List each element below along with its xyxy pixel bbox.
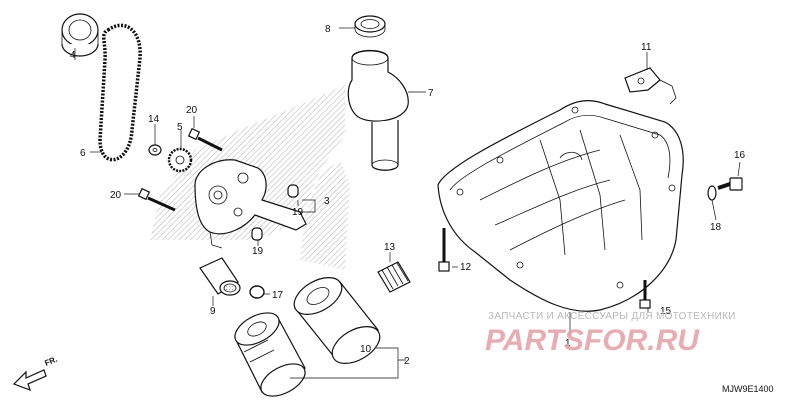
callout-12: 12 xyxy=(460,262,472,273)
callout-19-lower: 19 xyxy=(252,246,264,257)
part-10-oil-filter xyxy=(293,277,381,364)
part-2-oil-filter-cartridge xyxy=(234,312,306,397)
part-19-dowel-pin-upper xyxy=(287,184,299,198)
hatched-zone-crankcase-right xyxy=(300,160,350,270)
callout-15: 15 xyxy=(660,306,672,317)
callout-6: 6 xyxy=(80,148,86,159)
callout-2: 2 xyxy=(404,356,410,367)
callout-17: 17 xyxy=(272,290,284,301)
part-11-bracket xyxy=(624,67,677,105)
part-20-bolt-upper xyxy=(187,127,223,152)
callout-14: 14 xyxy=(148,114,160,125)
part-5-pump-sprocket xyxy=(167,147,193,173)
watermark-brand: PARTSFOR.RU xyxy=(485,324,700,357)
callout-9: 9 xyxy=(210,306,216,317)
part-9-oil-strainer xyxy=(199,257,241,296)
callout-4: 4 xyxy=(70,50,76,61)
callout-20-lower: 20 xyxy=(110,190,122,201)
part-1-oil-pan xyxy=(437,100,684,312)
callout-1: 1 xyxy=(565,338,571,349)
callout-16: 16 xyxy=(734,150,746,161)
part-20-bolt-lower xyxy=(137,187,176,212)
part-15-bolt xyxy=(639,280,651,309)
leader-lines xyxy=(74,27,741,379)
callout-11: 11 xyxy=(641,42,652,53)
watermark-tagline: ЗАПЧАСТИ И АКСЕССУАРЫ ДЛЯ МОТОТЕХНИКИ xyxy=(488,311,736,322)
callout-7: 7 xyxy=(428,88,434,99)
callout-5: 5 xyxy=(177,122,183,133)
part-14-washer xyxy=(148,144,162,156)
part-3-oil-pump-assembly xyxy=(194,159,307,249)
part-18-washer xyxy=(707,185,717,201)
part-17-o-ring xyxy=(249,285,265,299)
callout-10: 10 xyxy=(360,344,372,355)
front-direction-arrow-icon xyxy=(12,369,47,392)
part-19-dowel-pin-lower xyxy=(251,227,263,241)
part-7-strainer-pipe xyxy=(347,49,409,171)
callout-18: 18 xyxy=(710,222,722,233)
part-13-nipple xyxy=(377,261,411,293)
part-4-sprocket xyxy=(61,13,99,57)
callout-3: 3 xyxy=(324,196,330,207)
callout-19-upper: 19 xyxy=(292,207,304,218)
diagram-code: MJW9E1400 xyxy=(722,384,774,394)
direction-label: FR. xyxy=(43,355,58,368)
callout-labels: 1 2 3 4 5 6 7 8 9 10 11 12 13 14 15 16 1… xyxy=(70,24,746,367)
part-16-drain-bolt xyxy=(717,177,743,191)
callout-20-upper: 20 xyxy=(186,105,198,116)
part-8-seal xyxy=(354,15,386,38)
part-12-bolt xyxy=(438,228,450,272)
part-6-drive-chain xyxy=(98,23,142,162)
callout-13: 13 xyxy=(384,242,396,253)
callout-8: 8 xyxy=(325,24,331,35)
